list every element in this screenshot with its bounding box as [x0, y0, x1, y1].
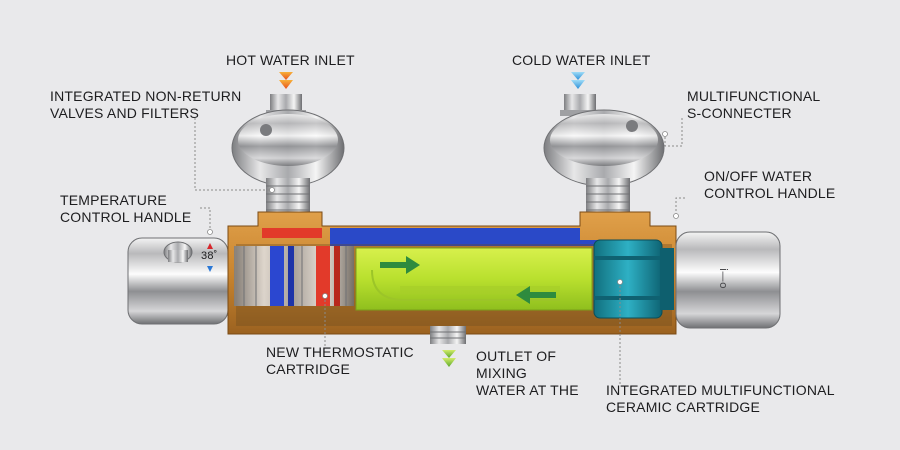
label-cold-water-inlet: COLD WATER INLET: [512, 52, 651, 68]
label-line: INTEGRATED NON-RETURN: [50, 88, 242, 104]
label-line: INTEGRATED MULTIFUNCTIONAL: [606, 382, 835, 398]
label-onoff-control-handle: ON/OFF WATER CONTROL HANDLE: [704, 168, 835, 202]
thermostatic-cartridge: [234, 246, 354, 306]
label-line: CERAMIC CARTRIDGE: [606, 399, 761, 415]
label-non-return-valves: INTEGRATED NON-RETURN VALVES AND FILTERS: [50, 88, 241, 122]
label-line: S-CONNECTER: [687, 105, 792, 121]
label-line: CARTRIDGE: [266, 361, 350, 377]
label-hot-water-inlet: HOT WATER INLET: [226, 52, 355, 68]
label-line: NEW THERMOSTATIC: [266, 344, 414, 360]
leader-dots: [207, 131, 679, 299]
label-line: TEMPERATURE: [60, 192, 167, 208]
label-line: OUTLET OF: [476, 348, 557, 364]
mixing-chamber: [355, 247, 593, 311]
temperature-scale-marking: [207, 243, 213, 272]
temperature-control-handle: [127, 237, 229, 325]
label-temperature-control-handle: TEMPERATURE CONTROL HANDLE: [60, 192, 191, 226]
label-line: MULTIFUNCTIONAL: [687, 88, 821, 104]
label-line: ON/OFF WATER: [704, 168, 813, 184]
label-outlet-mixing-water: OUTLET OF MIXING WATER AT THE: [476, 348, 579, 399]
label-line: MIXING: [476, 365, 527, 381]
label-line: CONTROL HANDLE: [60, 209, 192, 225]
ceramic-cartridge: [593, 239, 674, 319]
label-s-connecter: MULTIFUNCTIONAL S-CONNECTER: [687, 88, 820, 122]
outlet-arrow-icon: [442, 350, 456, 367]
temperature-value: 38˚: [201, 250, 218, 262]
hot-inlet-connector: [231, 94, 345, 216]
cold-inlet-connector: [543, 94, 665, 216]
label-line: WATER AT THE: [476, 382, 579, 398]
svg-text:i—o: i—o: [717, 268, 730, 289]
outlet-connector: [430, 326, 466, 344]
cold-inlet-arrow-icon: [571, 72, 585, 89]
onoff-control-handle: i—o: [675, 231, 781, 329]
label-thermostatic-cartridge: NEW THERMOSTATIC CARTRIDGE: [266, 344, 414, 378]
label-line: VALVES AND FILTERS: [50, 105, 200, 121]
label-ceramic-cartridge: INTEGRATED MULTIFUNCTIONAL CERAMIC CARTR…: [606, 382, 835, 416]
hot-inlet-arrow-icon: [279, 72, 293, 89]
flow-arrow-icon: [380, 256, 556, 304]
label-line: CONTROL HANDLE: [704, 185, 836, 201]
leader-lines: [194, 118, 685, 384]
